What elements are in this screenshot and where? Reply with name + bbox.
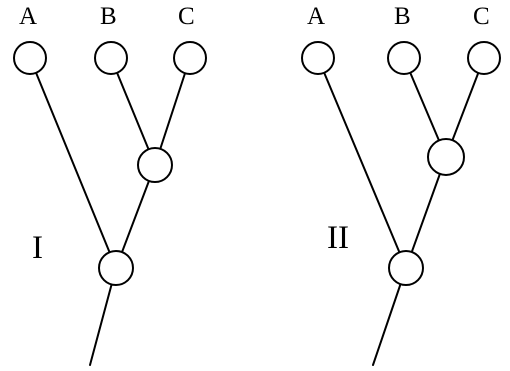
tree-II-node-leaf-A: [301, 41, 335, 75]
tree-I-branch-to-A: [29, 57, 117, 269]
tree-II-branch-to-A: [317, 57, 407, 269]
tree-I-node-leaf-C: [173, 41, 207, 75]
tree-II: A B C II: [301, 3, 501, 366]
tree-II-label: II: [327, 220, 349, 256]
tree-I-branch-to-C: [154, 57, 191, 166]
tree-II-node-root: [388, 250, 424, 286]
tree-II-node-BC: [427, 138, 465, 176]
tree-I-branch-to-B: [110, 57, 156, 166]
tree-I-branch-to-BC: [115, 164, 156, 269]
tree-II-leaf-label-B: B: [394, 3, 411, 30]
tree-I-node-BC: [137, 147, 173, 183]
tree-I-leaf-label-B: B: [100, 3, 117, 30]
tree-I-node-leaf-B: [94, 41, 128, 75]
tree-I-node-root: [98, 250, 134, 286]
tree-II-leaf-label-C: C: [473, 3, 490, 30]
tree-II-node-leaf-B: [387, 41, 421, 75]
tree-II-node-leaf-C: [467, 41, 501, 75]
tree-II-leaf-label-A: A: [307, 3, 325, 30]
tree-I-label: I: [32, 230, 43, 266]
tree-I-leaf-label-A: A: [19, 3, 37, 30]
tree-II-branch-to-BC: [405, 156, 447, 269]
tree-I: A B C I: [13, 3, 207, 366]
tree-I-node-leaf-A: [13, 41, 47, 75]
tree-I-leaf-label-C: C: [178, 3, 195, 30]
